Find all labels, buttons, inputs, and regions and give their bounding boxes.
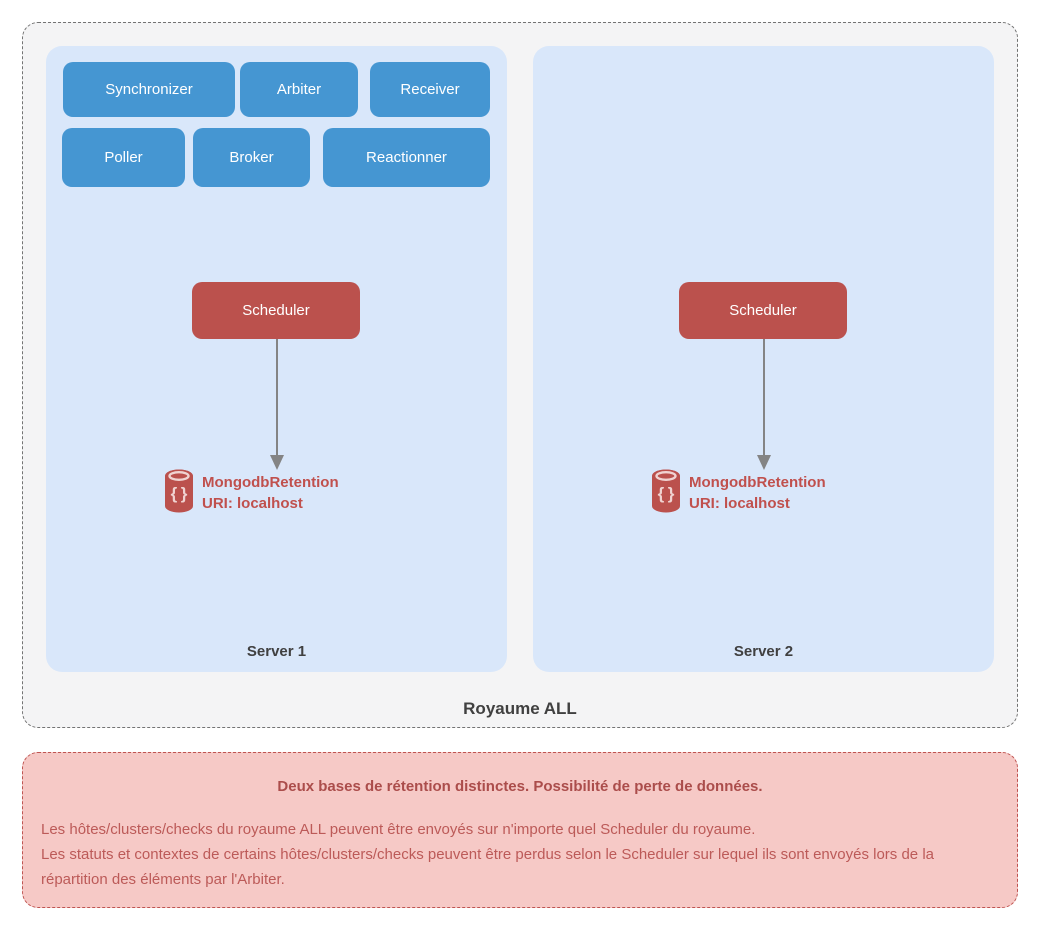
node-scheduler-1: Scheduler [192, 282, 360, 339]
svg-text:{ }: { } [171, 484, 188, 503]
db-name-label: MongodbRetention [689, 474, 826, 491]
arrow-head-icon [757, 455, 771, 470]
server-1-panel: Synchronizer Arbiter Receiver Poller Bro… [46, 46, 507, 672]
arrow-head-icon [270, 455, 284, 470]
node-scheduler-2: Scheduler [679, 282, 847, 339]
node-receiver: Receiver [370, 62, 490, 117]
mongodb-retention-2: { } MongodbRetention URI: localhost [650, 466, 826, 519]
db-uri-label: URI: localhost [689, 495, 790, 512]
server-1-label: Server 1 [246, 643, 307, 660]
server-2-label: Server 2 [733, 643, 794, 660]
db-uri-label: URI: localhost [202, 495, 303, 512]
warning-note: Deux bases de rétention distinctes. Poss… [22, 752, 1018, 908]
warning-title: Deux bases de rétention distinctes. Poss… [277, 778, 763, 795]
warning-line-1: Les hôtes/clusters/checks du royaume ALL… [41, 821, 756, 838]
warning-line-2: Les statuts et contextes de certains hôt… [41, 846, 934, 888]
node-arbiter: Arbiter [240, 62, 358, 117]
node-poller: Poller [62, 128, 185, 187]
db-name-label: MongodbRetention [202, 474, 339, 491]
mongodb-retention-1: { } MongodbRetention URI: localhost [163, 466, 339, 519]
royaume-all-container: Synchronizer Arbiter Receiver Poller Bro… [22, 22, 1018, 728]
royaume-all-label: Royaume ALL [463, 699, 577, 718]
node-broker: Broker [193, 128, 310, 187]
server-2-panel: Scheduler { } MongodbRetention URI: loc [533, 46, 994, 672]
warning-body: Les hôtes/clusters/checks du royaume ALL… [41, 817, 997, 892]
arrow-shaft [276, 339, 278, 456]
node-reactionner: Reactionner [323, 128, 490, 187]
node-synchronizer: Synchronizer [63, 62, 235, 117]
scheduler-to-db-arrow-1 [269, 339, 285, 471]
scheduler-to-db-arrow-2 [756, 339, 772, 471]
database-braces-icon: { } [163, 468, 195, 519]
database-braces-icon: { } [650, 468, 682, 519]
arrow-shaft [763, 339, 765, 456]
svg-text:{ }: { } [658, 484, 675, 503]
